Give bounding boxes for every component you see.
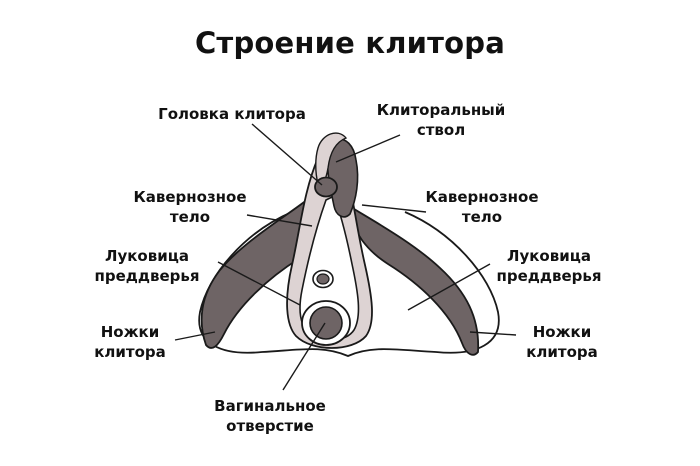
leader-cavernous-left [246, 214, 313, 227]
shaft-hood [315, 132, 348, 186]
label-cavernous-right: Кавернозное тело [425, 188, 539, 226]
diagram-title: Строение клитора [194, 26, 506, 60]
label-crus-left: Ножки клитора [94, 323, 166, 361]
label-glans: Головка клитора [158, 105, 306, 123]
label-cavernous-left: Кавернозное тело [133, 188, 247, 226]
leader-crus-right [469, 331, 517, 336]
leader-glans [251, 123, 323, 186]
cavernous-body-right [339, 199, 480, 356]
vaginal-opening-inner [309, 306, 343, 340]
leader-crus-left [174, 331, 216, 341]
label-vaginal-opening: Вагинальное отверстие [214, 397, 326, 435]
label-clitoral-shaft: Клиторальный ствол [376, 101, 506, 139]
leader-vaginal [282, 322, 326, 391]
label-bulb-right: Луковица преддверья [496, 247, 602, 285]
leader-shaft [335, 134, 401, 163]
leader-bulb-left [217, 261, 301, 306]
leader-bulb-right [407, 263, 491, 311]
leader-cavernous-right [361, 204, 427, 213]
label-crus-right: Ножки клитора [526, 323, 598, 361]
glans [314, 176, 338, 198]
label-bulb-left: Луковица преддверья [94, 247, 200, 285]
